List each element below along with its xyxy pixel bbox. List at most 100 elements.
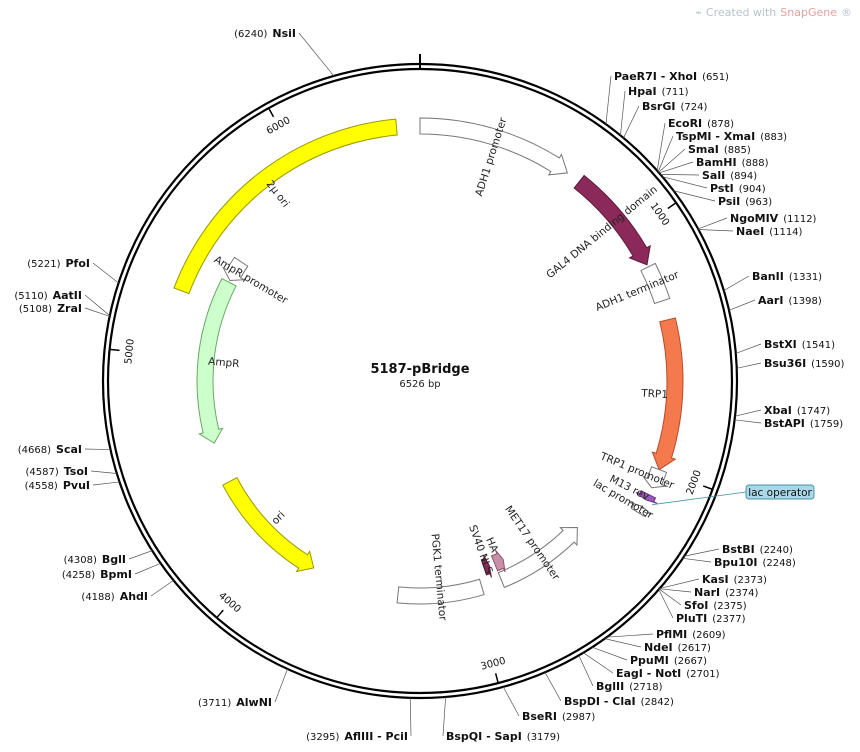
site-afliii-pcii[interactable]: (3295)AflIII - PciI — [306, 697, 412, 743]
feature-ampr-promoter[interactable] — [221, 256, 249, 281]
site-bamhi[interactable]: BamHI(888) — [659, 156, 769, 174]
site-pvui[interactable]: (4558)PvuI — [25, 479, 120, 492]
site-paer7i-xhoi[interactable]: PaeR7I - XhoI(651) — [605, 70, 729, 125]
site-position: (2701) — [686, 669, 719, 680]
site-ahdi[interactable]: (4188)AhdI — [81, 580, 174, 603]
feature-m13-rev[interactable] — [635, 490, 658, 504]
site-ngomiv[interactable]: NgoMIV(1112) — [698, 212, 817, 230]
site-bpmi[interactable]: (4258)BpmI — [62, 563, 161, 581]
site-aari[interactable]: AarI(1398) — [728, 294, 822, 311]
feature-adh1-terminator[interactable] — [640, 262, 671, 305]
site-name: BsrGI — [642, 100, 675, 113]
site-label: PluTI (2377) — [676, 612, 746, 625]
site-bsrgi[interactable]: BsrGI(724) — [623, 100, 708, 139]
site-bseri[interactable]: BseRI(2987) — [502, 686, 595, 723]
site-position: (888) — [742, 158, 769, 169]
site-label: (5108)ZraI — [19, 302, 82, 315]
site-eagi-noti[interactable]: EagI - NotI(2701) — [583, 652, 720, 680]
site-aatii[interactable]: (5110)AatII — [14, 289, 111, 316]
site-name: PfoI — [66, 257, 91, 270]
tick-label: 4000 — [216, 590, 242, 615]
feature-ori[interactable] — [222, 476, 315, 573]
site-naei[interactable]: NaeI(1114) — [698, 225, 803, 238]
site-bsu36i[interactable]: Bsu36I(1590) — [736, 357, 845, 370]
site-alwni[interactable]: (3711)AlwNI — [198, 668, 288, 709]
feature-adh1-promoter[interactable] — [419, 117, 569, 176]
site-bstbi[interactable]: BstBI(2240) — [684, 543, 793, 557]
site-position: (2667) — [674, 656, 707, 667]
site-label: BspQI - SapI(3179) — [446, 730, 560, 743]
site-name: BstXI — [764, 338, 797, 351]
site-tsoi[interactable]: (4587)TsoI — [25, 465, 117, 478]
feature-trp1[interactable] — [651, 317, 684, 471]
site-tspmi-xmai[interactable]: TspMI - XmaI(883) — [657, 130, 787, 172]
lac-operator-callout[interactable]: lac operator — [652, 484, 815, 506]
site-sali[interactable]: SalI(894) — [660, 169, 757, 182]
site-bgli[interactable]: (4308)BglI — [64, 550, 153, 566]
site-zrai[interactable]: (5108)ZraI — [19, 302, 110, 317]
feature-sv40-nls[interactable] — [480, 554, 492, 578]
site-psii[interactable]: PsiI(963) — [673, 190, 773, 208]
site-label: NdeI(2617) — [644, 641, 711, 654]
site-kasi[interactable]: KasI(2373) — [659, 573, 767, 589]
site-pfoi[interactable]: (5221)PfoI — [27, 257, 119, 284]
site-bstapi[interactable]: BstAPI(1759) — [734, 417, 844, 430]
tick-label: 2000 — [685, 469, 704, 497]
site-label: PaeR7I - XhoI(651) — [614, 70, 729, 83]
feature-2-ori[interactable] — [173, 118, 398, 295]
feature-gal4-dna-binding-domain[interactable] — [573, 174, 651, 266]
site-name: PluTI — [676, 612, 707, 625]
site-bspdi-clai[interactable]: BspDI - ClaI(2842) — [544, 672, 674, 708]
site-ppumi[interactable]: PpuMI(2667) — [591, 646, 707, 667]
site-leader — [128, 550, 153, 560]
site-position: (3711) — [198, 698, 231, 709]
feature-met17-promoter[interactable] — [497, 526, 578, 589]
site-position: (3295) — [306, 732, 339, 743]
site-nari[interactable]: NarI(2374) — [659, 586, 759, 599]
site-leader — [274, 668, 288, 703]
feature-trp1-promoter[interactable] — [641, 466, 668, 489]
site-nsii[interactable]: (6240)NsiI — [234, 27, 335, 77]
site-leader — [90, 470, 117, 474]
site-sfoi[interactable]: SfoI(2375) — [658, 588, 747, 612]
site-label: NarI(2374) — [694, 586, 759, 599]
site-position: (963) — [745, 197, 772, 208]
snapgene-logo-icon: ⌁ — [695, 6, 702, 19]
site-bspqi-sapi[interactable]: BspQI - SapI(3179) — [442, 696, 560, 743]
site-smai[interactable]: SmaI(885) — [658, 143, 751, 173]
site-leader — [605, 75, 612, 125]
site-pluti[interactable]: PluTI (2377) — [658, 589, 746, 625]
site-name: AatII — [53, 289, 82, 302]
site-label: (4668)ScaI — [18, 443, 82, 456]
site-bpu10i[interactable]: Bpu10I(2248) — [682, 556, 796, 569]
site-bstxi[interactable]: BstXI(1541) — [735, 338, 835, 354]
site-hpai[interactable]: HpaI(711) — [620, 85, 689, 136]
site-position: (4668) — [18, 445, 51, 456]
tick-mark — [667, 202, 677, 210]
site-name: ZraI — [57, 302, 82, 315]
site-leader — [134, 563, 161, 575]
site-scai[interactable]: (4668)ScaI — [18, 443, 111, 456]
site-name: NgoMIV — [730, 212, 779, 225]
site-position: (2377) — [712, 614, 745, 625]
site-leader — [658, 589, 674, 619]
site-banii[interactable]: BanII(1331) — [723, 270, 822, 291]
site-psti[interactable]: PstI(904) — [662, 176, 766, 195]
feature-ha[interactable] — [490, 549, 506, 573]
plasmid-name: 5187-pBridge — [370, 362, 469, 377]
feature-label-ori: ori — [269, 509, 287, 527]
site-ndei[interactable]: NdeI(2617) — [604, 638, 711, 654]
tick-label: 3000 — [480, 656, 507, 673]
feature-ampr[interactable] — [196, 277, 237, 444]
site-label: (4308)BglI — [64, 553, 126, 566]
site-leader — [623, 105, 640, 139]
site-pflmi[interactable]: PflMI(2609) — [606, 628, 726, 641]
site-label: BseRI(2987) — [522, 710, 595, 723]
watermark-brand: SnapGene — [780, 6, 837, 19]
site-bglii[interactable]: BglII(2718) — [578, 655, 663, 693]
feature-lac-promoter[interactable] — [630, 502, 652, 518]
site-xbai[interactable]: XbaI(1747) — [734, 404, 830, 417]
feature-pgk1-terminator[interactable] — [396, 578, 485, 605]
site-position: (6240) — [234, 29, 267, 40]
site-ecori[interactable]: EcoRI(878) — [656, 117, 734, 171]
